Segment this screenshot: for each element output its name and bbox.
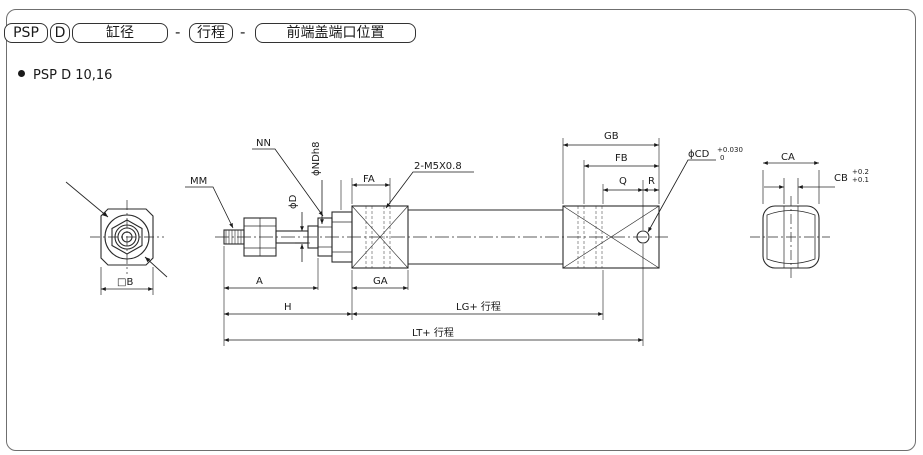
bullet-dot [18,70,25,77]
dim-m5-thread: 2-M5X0.8 [414,161,462,172]
dim-nn: NN [256,138,271,149]
code-port-position: 前端盖端口位置 [255,23,416,43]
code-separator-2: - [240,23,246,41]
code-bore: 缸径 [72,23,168,43]
dim-gb: GB [604,131,619,142]
dim-b-square: □B [117,277,133,288]
dim-ca: CA [781,152,795,163]
rear-end-view [750,161,835,278]
dim-a: A [256,276,263,287]
dim-cb-tol-lower: +0.1 [852,176,869,184]
code-stroke: 行程 [189,23,233,43]
dim-lg: LG+ 行程 [456,300,501,313]
dim-h: H [284,302,292,313]
dim-lt: LT+ 行程 [412,326,454,339]
code-mount: D [50,23,70,43]
dim-cd-tol-upper: +0.030 [717,146,743,154]
front-end-view [65,181,168,295]
dim-fb: FB [615,153,628,164]
dim-fa: FA [363,174,375,185]
dim-mm: MM [190,176,207,187]
code-series: PSP [4,23,48,43]
cylinder-side-view [215,205,668,269]
dimension-lines [185,138,716,346]
dim-phi-d: ϕD [288,194,299,209]
dim-cd: ϕCD [688,149,710,160]
drawing-frame [6,9,916,451]
dim-cd-tol-lower: 0 [720,154,724,162]
dim-ga: GA [373,276,388,287]
spec-line-text: PSP D 10,16 [33,68,113,83]
dim-phi-nd: ϕNDh8 [311,142,322,176]
dim-q: Q [619,176,627,187]
dim-r: R [648,176,655,187]
dim-cb-tol-upper: +0.2 [852,168,869,176]
spec-line: PSP D 10,16 [18,68,112,84]
code-separator-1: - [175,23,181,41]
dim-cb: CB [834,173,848,184]
